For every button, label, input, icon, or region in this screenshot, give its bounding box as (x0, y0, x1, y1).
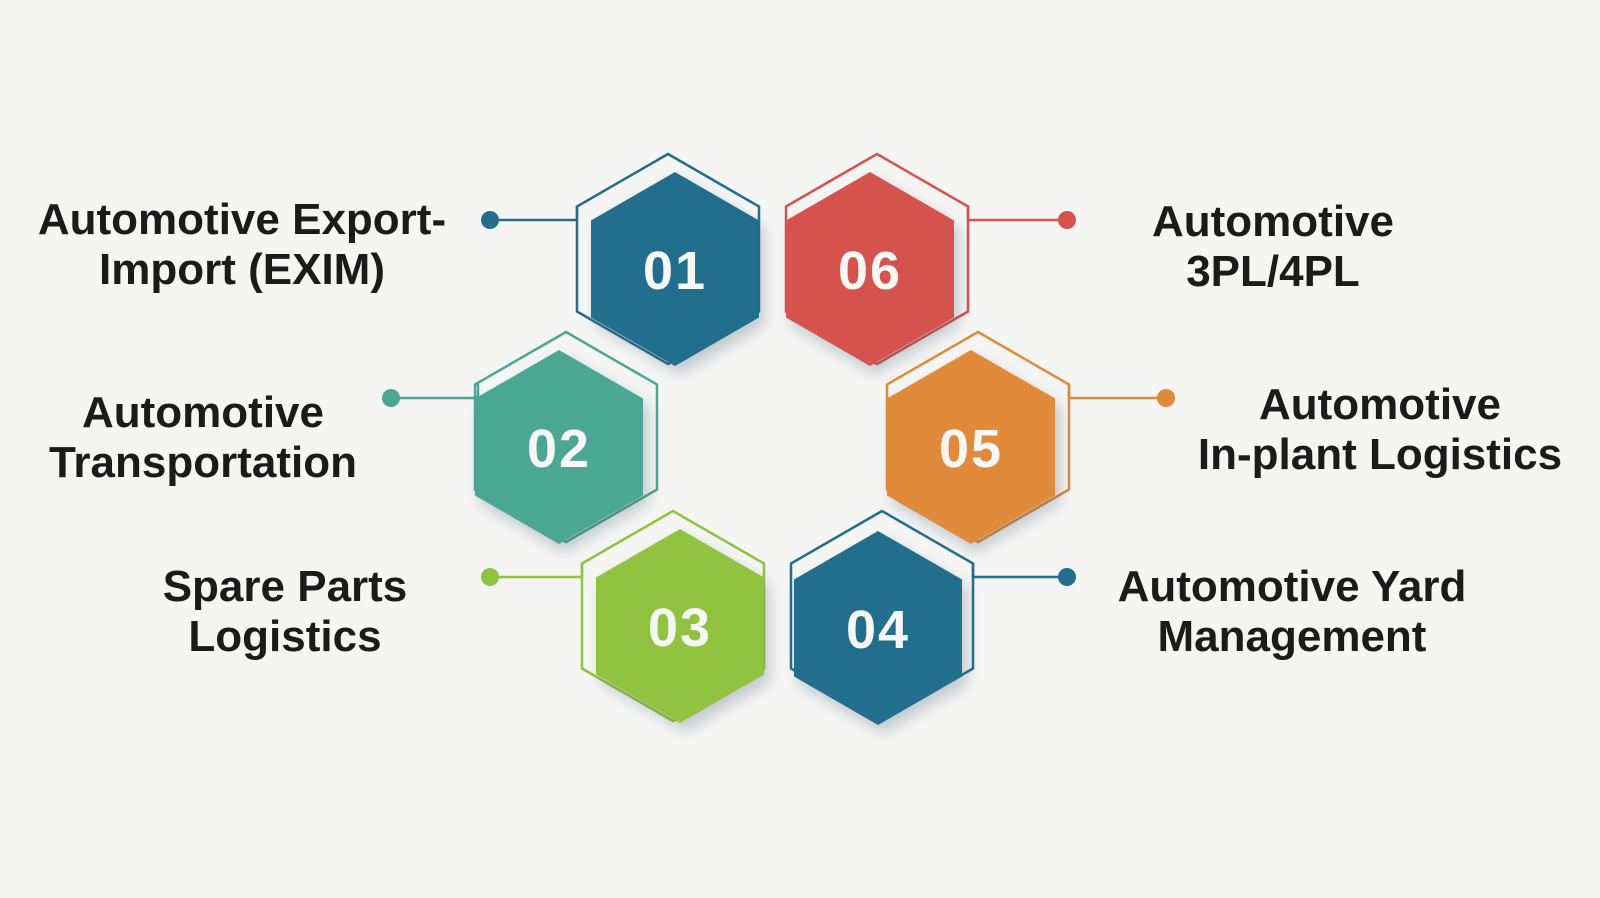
hexagon-group-04: 04 (789, 509, 1076, 725)
hexagon-number-02: 02 (527, 419, 591, 479)
label-automotive-transportation-line1: Automotive (82, 388, 324, 437)
hexagon-number-05: 05 (939, 419, 1003, 479)
label-automotive-yard-management: Automotive Yard Management (1072, 562, 1512, 662)
label-automotive-inplant-logistics: Automotive In-plant Logistics (1120, 380, 1600, 480)
label-automotive-transportation: Automotive Transportation (0, 388, 406, 488)
label-automotive-exim-line2: Import (EXIM) (99, 245, 385, 294)
label-automotive-3pl-4pl: Automotive 3PL/4PL (1053, 197, 1493, 297)
hexagon-group-06: 06 (784, 152, 1076, 366)
hexagon-group-01: 01 (481, 152, 761, 366)
hexagon-frame-02 (473, 330, 659, 544)
label-automotive-inplant-logistics-line2: In-plant Logistics (1197, 430, 1563, 479)
hexagon-number-06: 06 (838, 241, 902, 301)
hexagon-group-05: 05 (885, 330, 1175, 544)
label-automotive-yard-management-line1: Automotive Yard (1117, 562, 1467, 611)
label-automotive-inplant-logistics-line1: Automotive (1259, 380, 1501, 429)
label-spare-parts-logistics-line2: Logistics (188, 612, 382, 661)
hexagon-frame-06 (784, 152, 970, 366)
connector-dot-03 (481, 568, 499, 586)
hexagon-fill-04 (794, 531, 962, 725)
label-automotive-exim-line1: Automotive Export- (37, 195, 447, 244)
hexagon-number-03: 03 (648, 598, 712, 658)
hexagon-frame-03 (580, 509, 766, 723)
label-automotive-yard-management-line2: Management (1157, 612, 1427, 661)
connector-dot-04 (1058, 568, 1076, 586)
connector-dot-05 (1157, 389, 1175, 407)
label-automotive-exim: Automotive Export- Import (EXIM) (12, 195, 472, 295)
hexagon-fill-05 (887, 350, 1055, 544)
connector-dot-06 (1058, 211, 1076, 229)
hexagon-frame-01 (575, 152, 761, 366)
hexagon-group-03: 03 (481, 509, 766, 723)
hexagon-fill-01 (591, 172, 759, 366)
label-automotive-transportation-line2: Transportation (48, 438, 358, 487)
hexagon-number-04: 04 (846, 600, 910, 660)
hexagon-fill-02 (475, 350, 643, 544)
hexagon-fill-06 (786, 172, 954, 366)
hexagon-fill-03 (596, 529, 764, 723)
hexagon-group-02: 02 (382, 330, 659, 544)
label-automotive-3pl-4pl-line2: 3PL/4PL (1186, 247, 1360, 296)
label-spare-parts-logistics-line1: Spare Parts (162, 562, 408, 611)
hexagon-frame-05 (885, 330, 1071, 544)
hexagon-number-01: 01 (643, 241, 707, 301)
connector-dot-02 (382, 389, 400, 407)
label-spare-parts-logistics: Spare Parts Logistics (75, 562, 495, 662)
label-automotive-3pl-4pl-line1: Automotive (1152, 197, 1394, 246)
connector-dot-01 (481, 211, 499, 229)
